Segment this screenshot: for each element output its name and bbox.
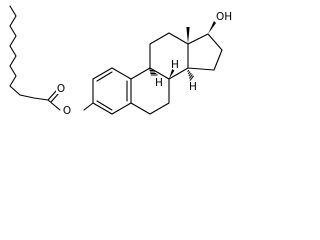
ester-bond-left xyxy=(47,99,61,111)
carbonyl-double-bond-a xyxy=(47,90,57,101)
ester-oxygen-label: O xyxy=(63,105,71,117)
h-14-label: H xyxy=(189,81,197,93)
ring-c xyxy=(149,32,189,80)
h-9-label: H xyxy=(155,77,163,89)
h-9-hashed-bond xyxy=(149,68,158,76)
h-8-label: H xyxy=(171,59,179,71)
ring-b xyxy=(130,67,170,115)
methyl-wedge xyxy=(186,27,190,44)
ring-a xyxy=(92,67,132,115)
h-14-hashed-bond xyxy=(187,69,195,81)
alkyl-chain xyxy=(9,5,49,101)
ring-a-inner-1 xyxy=(96,71,113,82)
hydroxyl-wedge xyxy=(208,21,216,34)
carbonyl-oxygen-label: O xyxy=(57,83,65,95)
hydroxyl-label: OH xyxy=(216,11,232,23)
ring-a-inner-3 xyxy=(96,100,113,111)
h-8-wedge xyxy=(169,69,175,79)
carbonyl-double-bond-b xyxy=(50,92,60,103)
ester-bond-right xyxy=(83,102,94,111)
ring-d xyxy=(187,33,223,71)
chemical-structure: O O OH H H H xyxy=(9,5,232,117)
